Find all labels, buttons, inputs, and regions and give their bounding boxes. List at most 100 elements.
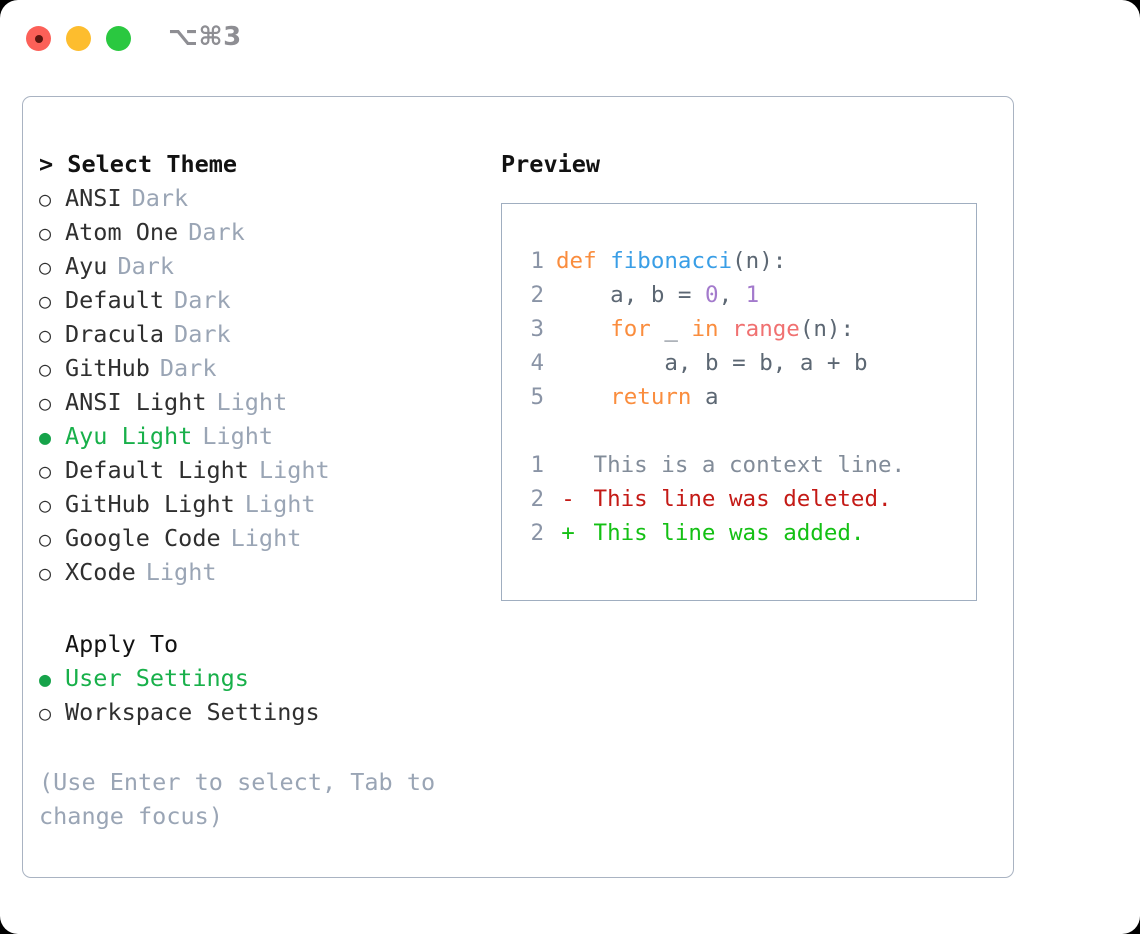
code-token-fn: fibonacci xyxy=(610,248,733,274)
code-spacer xyxy=(516,414,970,448)
radio-unselected-icon: ○ xyxy=(39,289,52,313)
select-theme-header: > Select Theme xyxy=(39,150,238,178)
code-token-kw: for xyxy=(610,316,651,342)
radio-unselected-icon: ○ xyxy=(39,459,52,483)
code-token-var xyxy=(719,316,733,342)
theme-option-label: Google Code xyxy=(65,524,221,552)
radio-unselected-icon: ○ xyxy=(39,391,52,415)
diff-line-del: 2- This line was deleted. xyxy=(516,482,970,516)
radio-unselected-icon: ○ xyxy=(39,527,52,551)
code-line: 1 def fibonacci(n): xyxy=(516,244,970,278)
radio-unselected-icon: ○ xyxy=(39,357,52,381)
diff-line-content: This is a context line. xyxy=(580,452,906,478)
line-number: 3 xyxy=(530,316,544,342)
code-line-content: for _ in range(n): xyxy=(556,312,854,346)
code-line-content: a, b = 0, 1 xyxy=(556,278,759,312)
code-line: 5 return a xyxy=(516,380,970,414)
apply-to-option-workspace-settings[interactable]: ○ Workspace Settings xyxy=(39,695,494,729)
code-token-punc: (n): xyxy=(799,316,855,342)
diff-line-content: This line was deleted. xyxy=(580,486,892,512)
theme-option-label: ANSI xyxy=(65,184,122,212)
theme-option-label: Ayu Light xyxy=(65,422,193,450)
theme-variant-tag: Dark xyxy=(131,184,189,212)
theme-variant-tag: Dark xyxy=(159,354,217,382)
apply-to-option-label: Workspace Settings xyxy=(65,698,320,726)
theme-option-label: Atom One xyxy=(65,218,179,246)
code-token-punc: (n): xyxy=(732,248,787,274)
radio-unselected-icon: ○ xyxy=(39,701,52,725)
code-token-kw: return xyxy=(610,384,692,410)
line-number: 5 xyxy=(530,384,544,410)
diff-sign xyxy=(556,448,580,482)
radio-unselected-icon: ○ xyxy=(39,187,52,211)
theme-variant-tag: Light xyxy=(145,558,217,586)
radio-unselected-icon: ○ xyxy=(39,221,52,245)
radio-unselected-icon: ○ xyxy=(39,323,52,347)
theme-option-label: Default xyxy=(65,286,165,314)
radio-unselected-icon: ○ xyxy=(39,255,52,279)
title-bar: ⌥⌘3 xyxy=(0,0,1140,78)
code-line: 4 a, b = b, a + b xyxy=(516,346,970,380)
theme-variant-tag: Light xyxy=(258,456,330,484)
code-token-var: _ xyxy=(650,316,692,342)
minimize-window-icon[interactable] xyxy=(66,26,91,51)
theme-variant-tag: Dark xyxy=(174,320,231,348)
keyboard-hint-text: (Use Enter to select, Tab to change focu… xyxy=(39,768,436,830)
code-token-kw: in xyxy=(691,316,719,342)
radio-selected-icon: ● xyxy=(39,667,52,691)
theme-option-dracula[interactable]: ○ Dracula Dark xyxy=(39,317,494,351)
code-token-var xyxy=(556,316,610,342)
diff-line-add: 2+ This line was added. xyxy=(516,516,970,550)
theme-option-label: Dracula xyxy=(65,320,165,348)
line-number: 2 xyxy=(530,520,544,546)
diff-sign: - xyxy=(561,486,575,512)
close-window-icon[interactable] xyxy=(26,26,51,51)
apply-to-option-label: User Settings xyxy=(65,664,249,692)
maximize-window-icon[interactable] xyxy=(106,26,131,51)
keyboard-shortcut-label: ⌥⌘3 xyxy=(168,22,242,52)
theme-variant-tag: Light xyxy=(202,422,274,450)
radio-unselected-icon: ○ xyxy=(39,561,52,585)
code-line: 3 for _ in range(n): xyxy=(516,312,970,346)
theme-variant-tag: Dark xyxy=(117,252,175,280)
theme-option-atom-one[interactable]: ○ Atom One Dark xyxy=(39,215,494,249)
preview-header: Preview xyxy=(501,150,601,178)
code-token-num: 1 xyxy=(745,282,760,308)
code-token-var: a, b = b, a + b xyxy=(556,350,868,376)
apply-to-option-user-settings[interactable]: ● User Settings xyxy=(39,661,494,695)
diff-sign: + xyxy=(561,520,575,546)
line-number: 2 xyxy=(530,486,544,512)
code-line-content: return a xyxy=(556,380,718,414)
code-token-num: 0 xyxy=(705,282,719,308)
theme-option-ansi[interactable]: ○ ANSI Dark xyxy=(39,181,494,215)
code-token-kw: def xyxy=(556,248,611,274)
code-line-content: def fibonacci(n): xyxy=(556,244,786,278)
diff-sample: 1 This is a context line.2- This line wa… xyxy=(516,448,970,550)
code-line: 2 a, b = 0, 1 xyxy=(516,278,970,312)
radio-unselected-icon: ○ xyxy=(39,493,52,517)
apply-to-option-list[interactable]: ● User Settings ○ Workspace Settings xyxy=(39,661,494,729)
theme-option-label: ANSI Light xyxy=(65,388,207,416)
code-token-var: a, b = xyxy=(556,282,706,308)
code-token-bi: range xyxy=(732,316,800,342)
theme-variant-tag: Dark xyxy=(188,218,245,246)
traffic-light-controls xyxy=(26,26,131,51)
diff-line-ctx: 1 This is a context line. xyxy=(516,448,970,482)
line-number: 1 xyxy=(530,248,544,274)
line-number: 2 xyxy=(530,282,544,308)
